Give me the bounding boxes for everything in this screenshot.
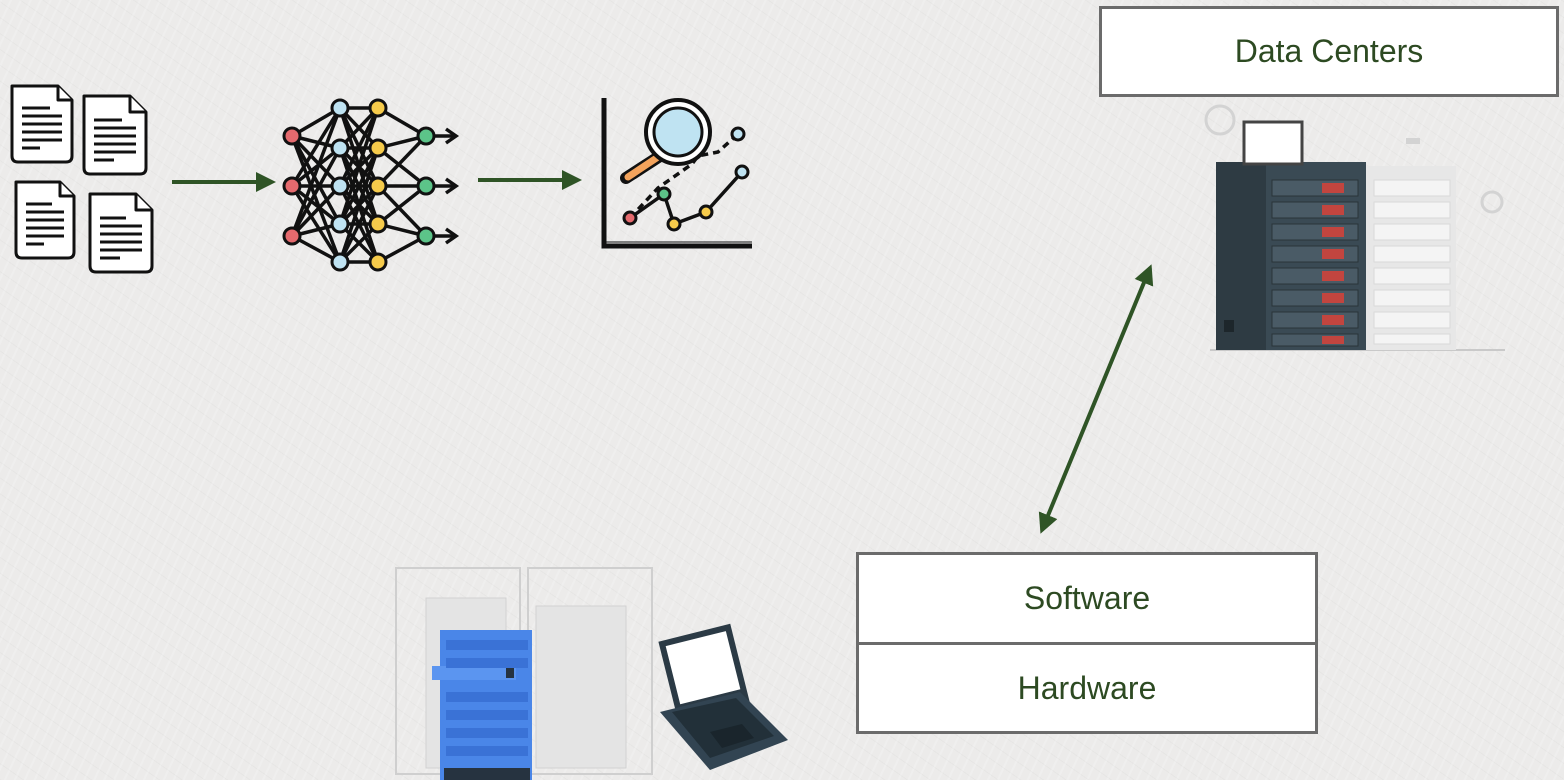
data-centers-box: Data Centers <box>1099 6 1559 97</box>
data-center-server-icon <box>1204 104 1505 351</box>
data-centers-label: Data Centers <box>1234 33 1424 69</box>
neural-network-icon <box>282 98 460 272</box>
hardware-label: Hardware <box>1017 670 1157 706</box>
hardware-layer: Hardware <box>859 645 1315 732</box>
arrow-datacenter-to-stack <box>1038 264 1154 534</box>
document-stack-icon <box>10 84 154 274</box>
server-laptop-icon <box>395 567 788 780</box>
software-label: Software <box>1023 580 1151 616</box>
software-layer: Software <box>859 555 1315 645</box>
software-hardware-stack: Software Hardware <box>856 552 1318 734</box>
data-analysis-chart-icon <box>601 98 752 249</box>
